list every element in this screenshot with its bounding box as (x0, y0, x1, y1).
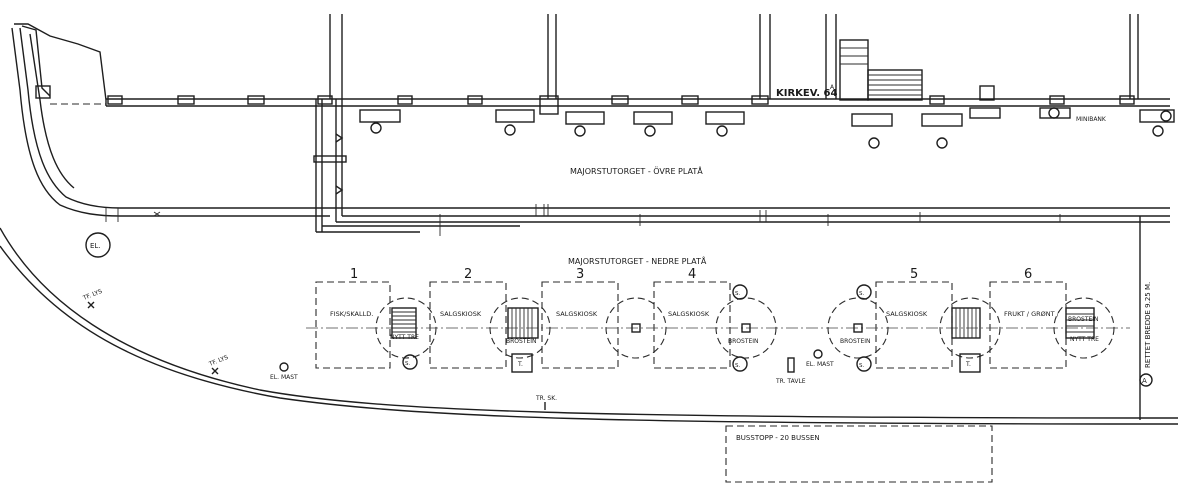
stand-6-outline (989, 281, 1067, 369)
stand-5-number: 5 (910, 267, 918, 282)
stand-1-number: 1 (350, 267, 358, 282)
el-mast-label-2: EL. MAST (806, 361, 834, 368)
stand-1-outline (315, 281, 391, 369)
building-facade-walls (11, 14, 1175, 217)
rettet-circle (1139, 373, 1153, 387)
s-mark: S. (735, 291, 740, 297)
stand-5-label: SALGSKIOSK (886, 310, 928, 318)
brostein-label-3: BROSTEIN (840, 338, 871, 345)
drawing-labels: KIRKEV. 64 A MINIBANK MAJORSTUTORGET - Ö… (81, 84, 1152, 442)
rettet-circle-letter: A (1142, 377, 1147, 385)
stand-2-label: SALGSKIOSK (440, 310, 482, 318)
nedre-plata-title: MAJORSTUTORGET - NEDRE PLATÅ (568, 255, 707, 266)
nytt-tre-label-1: NYTT TRE (390, 334, 419, 341)
road-curve (0, 227, 1178, 425)
minibank-label: MINIBANK (1076, 116, 1107, 123)
stand-3-label: SALGSKIOSK (556, 310, 598, 318)
s-mark: S. (405, 361, 410, 367)
stand-1-label: FISK/SKALLD. (330, 310, 373, 318)
el-label: EL. (90, 242, 101, 250)
brostein-label-1: BROSTEIN (506, 338, 537, 345)
t-mark: T. (965, 361, 971, 368)
stand-6-label: FRUKT / GRØNT / (1004, 310, 1060, 318)
s-mark: S. (735, 363, 740, 369)
tf-lys-label-2: TF. LYS (207, 354, 229, 368)
tr-tavle-label: TR. TAVLE (775, 378, 806, 385)
s-mark: S. (859, 363, 864, 369)
brostein-label-4: BROSTEIN (1068, 316, 1099, 323)
stand-2-outline (429, 281, 507, 369)
stand-6-number: 6 (1024, 267, 1032, 282)
brostein-label-2: BROSTEIN (728, 338, 759, 345)
nytt-tre-label-2: NYTT TRE (1070, 336, 1099, 343)
stand-4-outline (653, 281, 731, 369)
el-mast-label-1: EL. MAST (270, 374, 298, 381)
stand-3-outline (541, 281, 619, 369)
stand-3-number: 3 (576, 267, 584, 282)
stand-4-number: 4 (688, 267, 696, 282)
tr-sk-label: TR. SK. (535, 395, 557, 402)
bus-stop-area (725, 425, 993, 483)
s-mark: S. (859, 291, 864, 297)
nedre-plata-stands (306, 281, 1130, 373)
t-mark: T. (517, 361, 523, 368)
el-circle (85, 232, 111, 258)
stand-5-outline (875, 281, 953, 369)
ovre-plata-title: MAJORSTUTORGET - ÖVRE PLATÅ (570, 165, 703, 176)
street-furniture (85, 232, 1153, 410)
kirkev-superscript: A (830, 84, 835, 91)
busstopp-label: BUSSTOPP - 20 BUSSEN (736, 434, 820, 442)
stand-2-number: 2 (464, 267, 472, 282)
ovre-plata-platform (105, 99, 1170, 420)
tf-lys-label-1: TF. LYS (81, 288, 103, 302)
stand-4-label: SALGSKIOSK (668, 310, 710, 318)
kirkev-label: KIRKEV. 64 (776, 88, 837, 99)
rettet-bredde-label: RETTET BREDDE 9.25 M. (1144, 282, 1152, 368)
